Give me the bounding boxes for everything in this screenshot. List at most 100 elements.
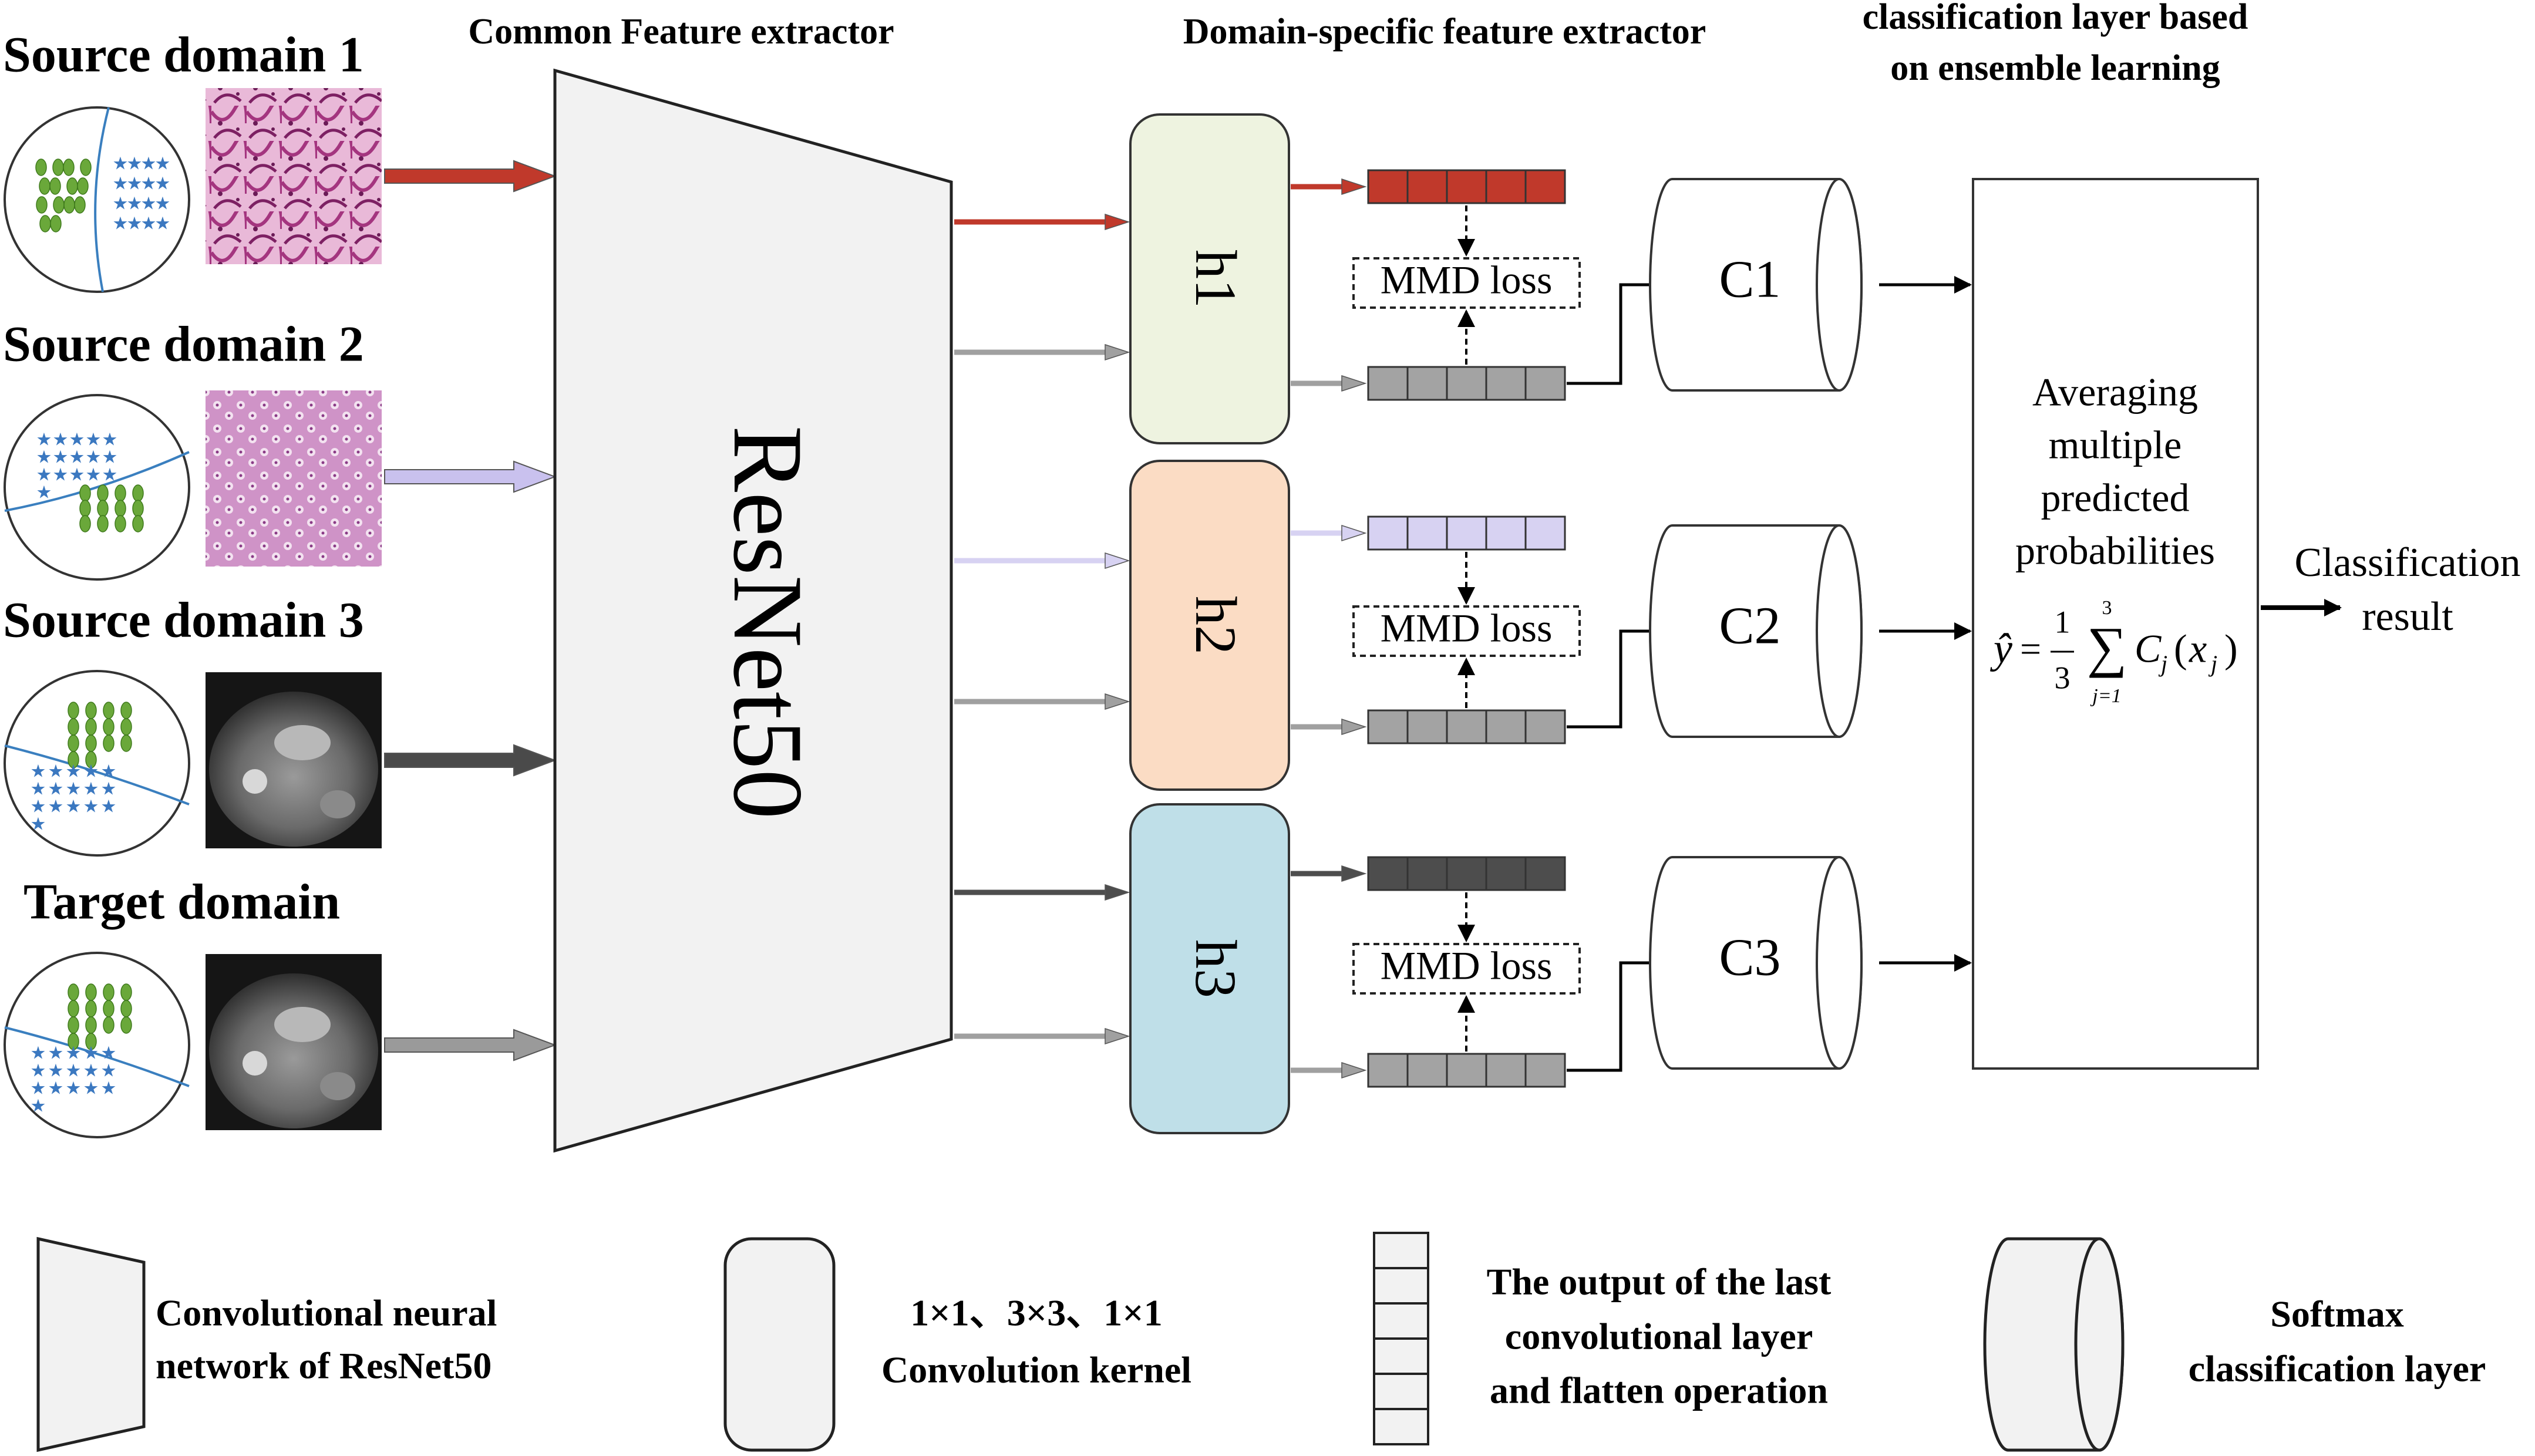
- legend-resnet-symbol: [36, 1236, 146, 1452]
- svg-text:★: ★: [86, 465, 102, 486]
- decision-boundary: [94, 107, 110, 292]
- svg-text:★: ★: [69, 465, 85, 486]
- feature-cell: [1367, 1053, 1409, 1088]
- formula-x: x: [2189, 626, 2207, 671]
- svg-text:★: ★: [113, 154, 129, 174]
- domain-input-arrow: [384, 744, 557, 777]
- feature-cell: [1524, 709, 1566, 744]
- resnet-output-arrow: [954, 884, 1130, 901]
- feature-cell: [1485, 515, 1527, 551]
- formula-subscript: j: [2158, 651, 2167, 677]
- classifier-label: C3: [1719, 929, 1780, 987]
- feature-cell: [1406, 856, 1448, 891]
- svg-text:★: ★: [69, 447, 85, 468]
- extractor-h1: h1: [1129, 113, 1290, 444]
- feature-cell: [1485, 856, 1527, 891]
- output-label-line1: Classification: [2295, 540, 2521, 585]
- svg-text:★: ★: [101, 1078, 117, 1099]
- feature-cell: [1406, 515, 1448, 551]
- resnet50-extractor: ResNet50: [553, 68, 953, 1153]
- extractor-label: h2: [1183, 596, 1248, 655]
- feature-cell: [1524, 515, 1566, 551]
- target-feature-vector: [1367, 709, 1566, 744]
- mmd-loss-label: MMD loss: [1381, 258, 1553, 302]
- svg-text:★: ★: [113, 174, 129, 194]
- legend-softmax-text: Softmax: [2270, 1293, 2404, 1335]
- svg-text:★: ★: [155, 154, 171, 174]
- source-feature-vector: [1367, 169, 1566, 204]
- svg-text:★: ★: [31, 1061, 46, 1081]
- mmd-loss-label: MMD loss: [1381, 606, 1553, 651]
- domain-image: [206, 390, 382, 567]
- extractor-output-arrow: [1291, 524, 1367, 542]
- svg-text:★: ★: [66, 1061, 82, 1081]
- svg-text:★: ★: [66, 761, 82, 782]
- feature-cell: [1367, 169, 1409, 204]
- feature-cell: [1406, 1053, 1448, 1088]
- ensemble-text-line: predicted: [2041, 476, 2190, 520]
- ensemble-box: Averagingmultiplepredictedprobabilitiesŷ…: [1972, 178, 2259, 1070]
- svg-text:★: ★: [83, 1078, 99, 1099]
- formula-numerator: 1: [2055, 604, 2071, 639]
- formula-paren: (: [2174, 626, 2187, 671]
- classifier-label: C1: [1719, 251, 1780, 309]
- domain-image: [206, 672, 382, 848]
- feature-to-classifier-arrow: [1567, 622, 1669, 729]
- svg-text:★: ★: [83, 797, 99, 817]
- source-feature-vector: [1367, 515, 1566, 551]
- formula-subscript: j: [2208, 651, 2217, 677]
- formula-yhat: ŷ: [1989, 625, 2012, 672]
- feature-cell: [1485, 1053, 1527, 1088]
- decision-boundary: [4, 1026, 190, 1087]
- feature-cell: [1367, 515, 1409, 551]
- feature-cell: [1446, 856, 1487, 891]
- svg-text:★: ★: [155, 174, 171, 194]
- svg-text:★: ★: [31, 761, 46, 782]
- svg-text:★: ★: [53, 430, 69, 450]
- legend-resnet-text: network of ResNet50: [156, 1345, 491, 1387]
- ensemble-text-line: probabilities: [2015, 528, 2215, 573]
- feature-cell: [1406, 169, 1448, 204]
- resnet-output-arrow: [954, 213, 1130, 231]
- classifier-C2: C2: [1649, 524, 1863, 738]
- svg-text:★: ★: [141, 154, 157, 174]
- svg-text:★: ★: [141, 214, 157, 234]
- feature-cell: [1446, 169, 1487, 204]
- svg-text:★: ★: [127, 174, 143, 194]
- resnet-output-arrow: [954, 552, 1130, 569]
- extractor-label: h1: [1183, 250, 1248, 308]
- formula-term: C: [2135, 626, 2162, 671]
- svg-text:★: ★: [48, 1061, 64, 1081]
- header-domain-specific: Domain-specific feature extractor: [1183, 12, 1706, 52]
- svg-text:★: ★: [48, 1043, 64, 1064]
- extractor-output-arrow: [1291, 1061, 1367, 1079]
- svg-text:★: ★: [36, 483, 52, 503]
- svg-text:★: ★: [101, 1061, 117, 1081]
- target-feature-vector: [1367, 366, 1566, 401]
- svg-text:★: ★: [101, 761, 117, 782]
- feature-cell: [1524, 856, 1566, 891]
- svg-text:★: ★: [48, 779, 64, 800]
- legend-softmax-symbol: [1983, 1237, 2125, 1452]
- svg-text:★: ★: [36, 447, 52, 468]
- legend-flatten-symbol: [1373, 1232, 1429, 1445]
- svg-text:★: ★: [155, 214, 171, 234]
- domain-input-arrow: [384, 460, 557, 493]
- feature-to-classifier-arrow: [1567, 954, 1669, 1072]
- mmd-loss-box: MMD loss: [1352, 943, 1581, 995]
- mmd-loss-box: MMD loss: [1352, 605, 1581, 657]
- feature-cell: [1524, 169, 1566, 204]
- header-ensemble-line2: on ensemble learning: [1890, 48, 2220, 88]
- feature-cell: [1524, 1053, 1566, 1088]
- svg-text:★: ★: [155, 194, 171, 214]
- extractor-output-arrow: [1291, 865, 1367, 882]
- mmd-loss-box: MMD loss: [1352, 257, 1581, 309]
- svg-text:★: ★: [48, 761, 64, 782]
- svg-text:★: ★: [102, 430, 118, 450]
- domain-image: [206, 954, 382, 1130]
- svg-text:★: ★: [66, 797, 82, 817]
- svg-text:★: ★: [102, 447, 118, 468]
- feature-to-classifier-arrow: [1567, 276, 1669, 385]
